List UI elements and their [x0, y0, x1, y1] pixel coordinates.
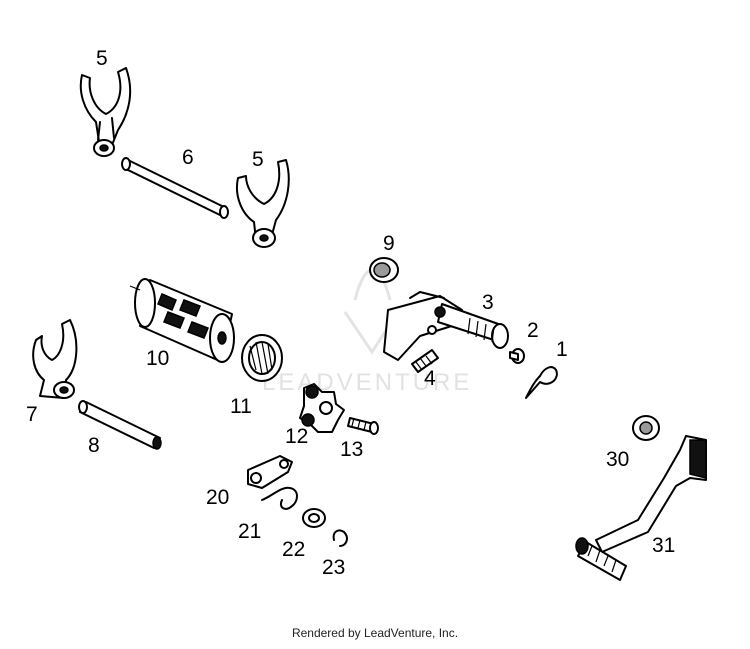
callout-7: 7 [26, 403, 38, 426]
part-small-circlip[interactable] [332, 529, 348, 547]
part-shift-lever[interactable] [575, 435, 707, 581]
watermark-text: LEADVENTURE [262, 369, 472, 396]
part-shift-fork-upper[interactable] [79, 67, 132, 157]
callout-30: 30 [606, 448, 629, 471]
part-spring[interactable] [411, 349, 439, 373]
part-shift-drum[interactable] [129, 278, 235, 363]
callout-5-middle: 5 [252, 148, 264, 171]
callout-13: 13 [340, 438, 363, 461]
callout-12: 12 [285, 425, 308, 448]
part-locking-lever[interactable] [247, 455, 293, 489]
footer-credit: Rendered by LeadVenture, Inc. [291, 626, 459, 640]
callout-8: 8 [88, 434, 100, 457]
part-oil-seal[interactable] [632, 415, 660, 441]
part-shift-shaft-assembly[interactable] [383, 291, 509, 361]
callout-31: 31 [652, 534, 675, 557]
callout-11: 11 [230, 395, 252, 418]
leadventure-watermark: LEADVENTURE [262, 268, 472, 396]
callout-6: 6 [182, 146, 194, 169]
callout-23: 23 [322, 556, 345, 579]
callout-1: 1 [556, 338, 568, 361]
part-small-bolt[interactable] [509, 348, 525, 364]
part-circlip[interactable] [525, 366, 558, 399]
callout-20: 20 [206, 486, 229, 509]
callout-22: 22 [282, 538, 305, 561]
callout-5-upper: 5 [96, 47, 108, 70]
part-drum-bearing-ring[interactable] [241, 334, 283, 382]
callout-10: 10 [146, 347, 169, 370]
part-fork-shaft-upper[interactable] [121, 157, 229, 219]
part-shift-star-wheel[interactable] [299, 383, 345, 433]
part-shift-fork-lower[interactable] [32, 319, 78, 399]
part-screw[interactable] [347, 417, 379, 435]
part-lever-spring[interactable] [261, 486, 298, 510]
callout-2: 2 [527, 319, 539, 342]
callout-9: 9 [383, 232, 395, 255]
callout-3: 3 [482, 291, 494, 314]
part-washer[interactable] [302, 508, 326, 528]
part-shift-fork-middle[interactable] [236, 159, 290, 248]
part-fork-shaft-lower[interactable] [78, 400, 162, 450]
part-needle-bearing[interactable] [369, 257, 399, 283]
callout-21: 21 [238, 520, 261, 543]
callout-4: 4 [424, 367, 436, 390]
